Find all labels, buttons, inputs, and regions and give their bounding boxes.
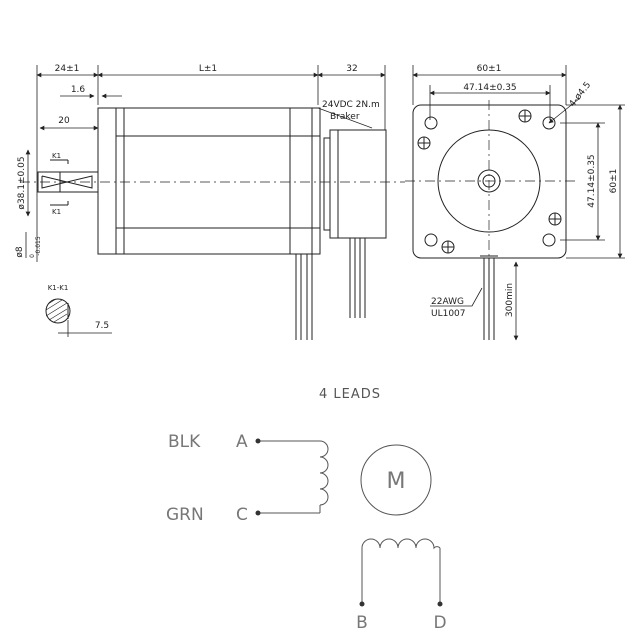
dim-flange-diameter: ø38.1±0.05 xyxy=(17,156,27,209)
wiring-terminals xyxy=(255,438,443,607)
terminal-b xyxy=(359,601,365,607)
dim-24: 24±1 xyxy=(55,64,80,74)
term-c-label: C xyxy=(236,505,248,525)
leader-line xyxy=(317,107,373,129)
dim-20: 20 xyxy=(58,116,70,126)
wire-leader xyxy=(430,287,483,307)
leads-title: 4 LEADS xyxy=(319,387,381,402)
dim-height: 60±1 xyxy=(609,169,619,194)
shaft xyxy=(37,171,99,193)
dim-shaft-tol-lower: -0.015 xyxy=(35,236,42,256)
coil-left xyxy=(319,440,329,506)
motor-symbol xyxy=(360,444,432,516)
terminal-a xyxy=(255,438,261,444)
section-label: K1-K1 xyxy=(48,284,69,292)
coil-bottom xyxy=(361,538,441,550)
side-view xyxy=(20,65,405,340)
rear-cap xyxy=(311,107,321,255)
screw xyxy=(518,109,532,123)
wire-standard: UL1007 xyxy=(431,309,466,319)
hatch xyxy=(45,298,68,323)
lead-length: 300min xyxy=(505,283,515,317)
dim-width: 60±1 xyxy=(477,64,502,74)
dim-shaft-tol-upper: 0 xyxy=(29,254,36,258)
section-view xyxy=(45,298,112,337)
flange-face xyxy=(412,104,567,259)
dim-bolt-spacing-h: 47.14±0.35 xyxy=(463,83,516,93)
mount-hole xyxy=(424,116,438,130)
term-d-label: D xyxy=(433,613,446,633)
term-b-label: B xyxy=(356,613,368,633)
motor-body xyxy=(115,107,321,255)
screw xyxy=(441,240,455,254)
mount-hole xyxy=(424,233,438,247)
wire-gauge: 22AWG xyxy=(431,297,464,307)
wiring-labels: 4 LEADS BLK A GRN C M B D xyxy=(166,387,447,633)
shaft-key-symbol xyxy=(41,175,93,189)
brake-spec: 24VDC 2N.m xyxy=(322,100,380,110)
dim-flat-7-5: 7.5 xyxy=(95,321,109,331)
motor-letter: M xyxy=(387,469,406,494)
brake-plate xyxy=(323,137,331,231)
wire-grn-label: GRN xyxy=(166,505,204,525)
wiring-diagram xyxy=(258,440,441,604)
side-view-labels: 24±1 L±1 32 1.6 20 24VDC 2N.m Braker ø38… xyxy=(15,64,380,258)
screw xyxy=(548,212,562,226)
front-view xyxy=(405,65,625,341)
wire-blk-label: BLK xyxy=(168,432,201,452)
front-flange xyxy=(97,107,117,255)
section-mark-bottom: K1 xyxy=(52,208,61,216)
mount-hole xyxy=(542,116,556,130)
terminal-c xyxy=(255,510,261,516)
terminal-d xyxy=(437,601,443,607)
screw xyxy=(417,136,431,150)
mount-hole xyxy=(542,233,556,247)
dim-1-6: 1.6 xyxy=(71,85,86,95)
section-mark-top: K1 xyxy=(52,152,61,160)
dim-length: L±1 xyxy=(199,64,217,74)
brake-label: Braker xyxy=(330,112,360,122)
dim-32: 32 xyxy=(346,64,357,74)
front-view-labels: 60±1 47.14±0.35 47.14±0.35 60±1 4-ø4.5 2… xyxy=(431,64,619,319)
shaft-section xyxy=(45,298,71,324)
dim-shaft-diameter: ø8 xyxy=(15,246,25,258)
dim-bolt-spacing-v: 47.14±0.35 xyxy=(587,154,597,207)
hole-leader xyxy=(548,97,581,124)
term-a-label: A xyxy=(236,432,248,452)
